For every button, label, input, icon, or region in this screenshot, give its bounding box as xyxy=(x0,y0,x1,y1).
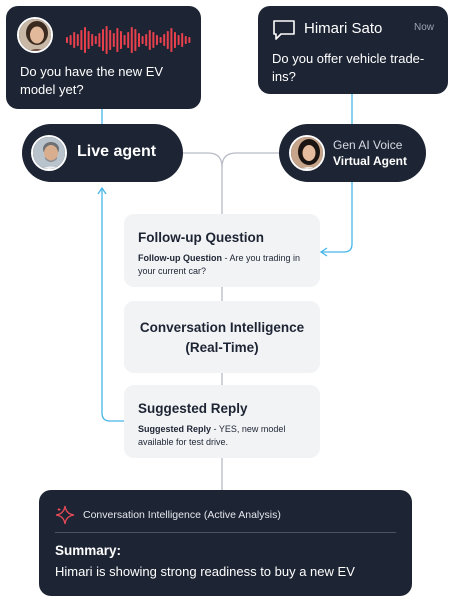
conversation-intelligence-title: Conversation Intelligence (Real-Time) xyxy=(124,318,320,358)
waveform-bar xyxy=(188,37,190,43)
waveform-bar xyxy=(66,37,68,43)
suggested-reply-title: Suggested Reply xyxy=(138,401,248,416)
followup-question-card: Follow-up Question Follow-up Question - … xyxy=(124,214,320,287)
waveform-bar xyxy=(109,30,111,50)
followup-body-bold: Follow-up Question xyxy=(138,253,222,263)
connector-virtual-to-followup xyxy=(322,182,352,252)
suggested-reply-card: Suggested Reply Suggested Reply - YES, n… xyxy=(124,385,320,458)
chat-message-text: Do you offer vehicle trade-ins? xyxy=(272,50,437,86)
waveform-bar xyxy=(120,31,122,49)
waveform-bar xyxy=(127,32,129,48)
chat-timestamp: Now xyxy=(414,22,434,33)
waveform-bar xyxy=(88,31,90,49)
arrowhead-followup xyxy=(321,248,327,256)
waveform-bar xyxy=(70,35,72,45)
waveform-bar xyxy=(102,29,104,51)
waveform-bar xyxy=(142,36,144,44)
chat-bubble-icon xyxy=(272,19,296,41)
customer-avatar xyxy=(17,17,53,53)
waveform-bar xyxy=(145,34,147,46)
arrowhead-live xyxy=(98,188,106,194)
waveform-bar xyxy=(181,33,183,47)
waveform-bar xyxy=(138,33,140,47)
suggested-reply-body: Suggested Reply - YES, new model availab… xyxy=(138,423,313,449)
waveform-bar xyxy=(156,35,158,45)
waveform-bar xyxy=(134,29,136,51)
live-agent-label: Live agent xyxy=(77,143,156,161)
chat-message-card: Himari Sato Now Do you offer vehicle tra… xyxy=(258,6,448,94)
waveform-bar xyxy=(95,36,97,44)
chat-sender-name: Himari Sato xyxy=(304,20,382,37)
waveform-bar xyxy=(77,34,79,46)
summary-card: Conversation Intelligence (Active Analys… xyxy=(39,490,412,596)
audio-waveform-icon xyxy=(66,25,192,55)
waveform-bar xyxy=(160,37,162,43)
connector-virtual-junction xyxy=(222,153,279,167)
conversation-intelligence-card: Conversation Intelligence (Real-Time) xyxy=(124,301,320,373)
suggested-body-bold: Suggested Reply xyxy=(138,424,211,434)
connector-agents-junction xyxy=(183,153,222,214)
live-agent-node: Live agent xyxy=(22,124,183,182)
ci-title-line1: Conversation Intelligence xyxy=(124,318,320,338)
virtual-agent-avatar xyxy=(289,135,325,171)
waveform-bar xyxy=(152,32,154,48)
waveform-bar xyxy=(124,35,126,45)
waveform-bar xyxy=(178,35,180,45)
waveform-bar xyxy=(116,28,118,52)
sparkle-icon xyxy=(55,505,75,525)
virtual-agent-node: Gen AI Voice Virtual Agent xyxy=(279,124,426,182)
followup-body: Follow-up Question - Are you trading in … xyxy=(138,252,313,278)
waveform-bar xyxy=(84,27,86,53)
summary-text: Himari is showing strong readiness to bu… xyxy=(55,564,355,579)
summary-header: Conversation Intelligence (Active Analys… xyxy=(83,509,281,521)
waveform-bar xyxy=(73,32,75,48)
waveform-bar xyxy=(113,33,115,47)
waveform-bar xyxy=(106,26,108,54)
ci-title-line2: (Real-Time) xyxy=(124,338,320,358)
waveform-bar xyxy=(80,30,82,50)
voice-message-card: Do you have the new EV model yet? xyxy=(6,6,201,109)
waveform-bar xyxy=(167,31,169,49)
waveform-bar xyxy=(149,30,151,50)
virtual-agent-line2: Virtual Agent xyxy=(333,154,407,168)
voice-message-text: Do you have the new EV model yet? xyxy=(20,63,190,99)
waveform-bar xyxy=(91,34,93,46)
summary-label: Summary: xyxy=(55,543,121,558)
virtual-agent-line1: Gen AI Voice xyxy=(333,138,402,152)
waveform-bar xyxy=(174,32,176,48)
live-agent-avatar xyxy=(31,135,67,171)
waveform-bar xyxy=(185,36,187,44)
connector-suggested-to-live xyxy=(102,188,124,421)
summary-divider xyxy=(55,532,396,533)
waveform-bar xyxy=(98,33,100,47)
waveform-bar xyxy=(131,27,133,53)
waveform-bar xyxy=(163,34,165,46)
waveform-bar xyxy=(170,28,172,52)
followup-title: Follow-up Question xyxy=(138,230,264,245)
